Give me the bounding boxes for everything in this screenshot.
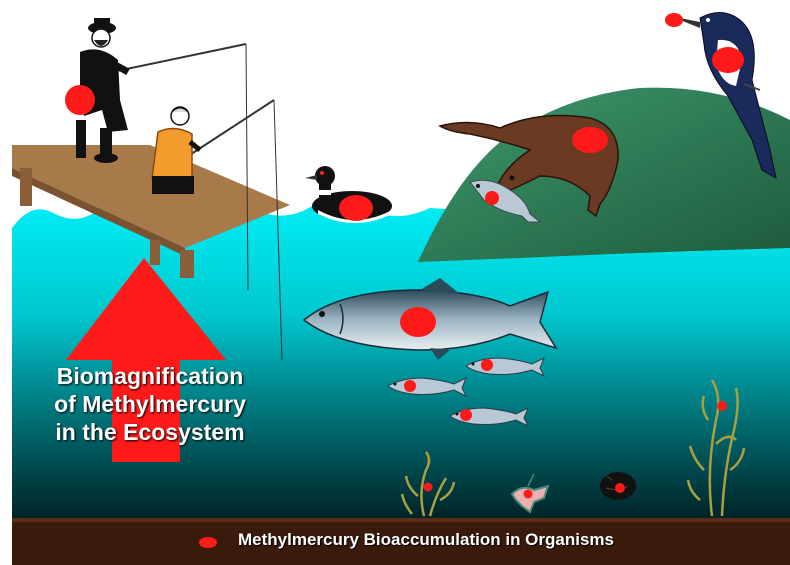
caption-line-3: in the Ecosystem — [30, 418, 270, 446]
mercury-dot-invertebrate — [524, 490, 533, 499]
legend-marker-icon — [199, 537, 217, 548]
mercury-dot-loon — [339, 195, 373, 221]
biomagnification-caption: Biomagnification of Methylmercury in the… — [30, 362, 270, 446]
mercury-dot-plant-tall — [717, 401, 727, 411]
mercury-dot-otter — [572, 127, 608, 153]
mercury-dot-small-fish-1 — [481, 359, 493, 371]
caption-line-2: of Methylmercury — [30, 390, 270, 418]
mercury-dot-kingfisher — [712, 47, 744, 73]
caption-line-1: Biomagnification — [30, 362, 270, 390]
mercury-dot-snail — [615, 483, 625, 493]
legend-label: Methylmercury Bioaccumulation in Organis… — [238, 530, 614, 550]
mercury-dot-small-fish-3 — [460, 409, 472, 421]
mercury-dot-small-fish-2 — [404, 380, 416, 392]
mercury-dot-kingfisher-prey — [665, 13, 683, 27]
mercury-dot-adult — [65, 85, 95, 115]
mercury-dot-plant-short — [424, 483, 433, 492]
mercury-dot-salmon — [400, 307, 436, 337]
mercury-dot-caught-fish — [485, 191, 499, 205]
